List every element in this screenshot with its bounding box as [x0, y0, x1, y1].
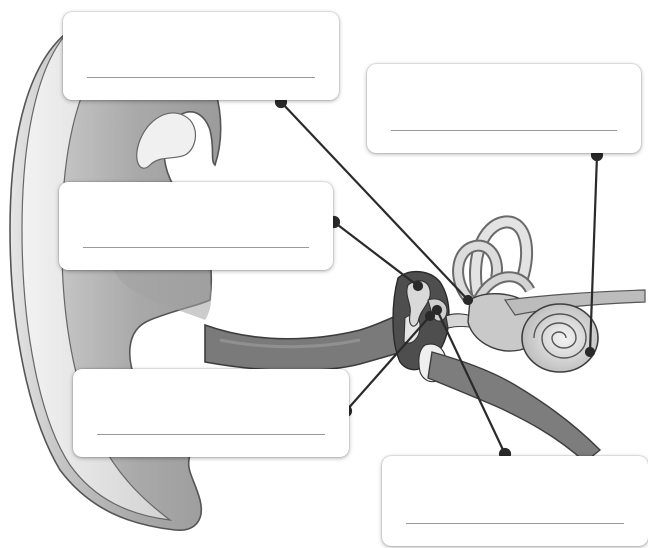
label-box-4-answer-line	[97, 434, 325, 435]
leader-dot-3-end	[412, 280, 424, 292]
semicircular-canal-anterior-fill	[471, 217, 532, 297]
label-box-2[interactable]	[367, 64, 641, 153]
leader-dot-5-end	[431, 304, 443, 316]
label-box-4[interactable]	[73, 369, 349, 457]
semicircular-canal-lateral-fill	[474, 273, 534, 302]
cochlea-spiral	[533, 313, 587, 359]
label-box-5[interactable]	[382, 456, 648, 546]
helix-rim	[21, 29, 173, 521]
ear-canal	[204, 308, 419, 372]
label-box-1[interactable]	[63, 12, 339, 100]
leader-dot-4-end	[424, 310, 436, 322]
label-box-3[interactable]	[59, 182, 333, 270]
leader-line-3	[333, 221, 419, 287]
malleus	[406, 280, 431, 327]
leader-line-4	[345, 315, 431, 412]
semicircular-canal-posterior-fill	[454, 241, 501, 303]
leader-dot-1-end	[462, 294, 474, 306]
antihelix-fold	[136, 112, 197, 169]
label-box-2-answer-line	[391, 130, 617, 131]
leader-line-5	[436, 309, 506, 455]
leader-line-1	[280, 101, 469, 301]
leader-dot-2-end	[584, 346, 596, 358]
inner-ear	[452, 215, 646, 373]
label-box-3-answer-line	[83, 247, 309, 248]
canal-highlight	[219, 338, 361, 349]
canal-tube	[204, 308, 419, 372]
label-box-5-answer-line	[406, 523, 624, 524]
leader-line-2	[588, 154, 599, 353]
label-box-1-answer-line	[87, 77, 315, 78]
